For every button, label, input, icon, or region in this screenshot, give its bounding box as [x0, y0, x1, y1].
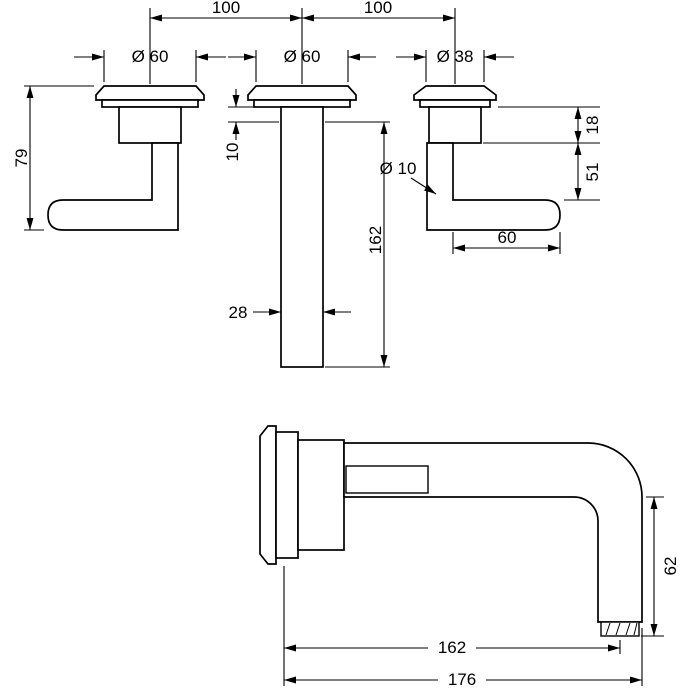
dim-left-escutcheon-diameter: Ø 60 [74, 47, 226, 82]
dim-label-spacing-left: 100 [212, 0, 240, 17]
dim-label-escutcheon-offset: 10 [223, 143, 242, 162]
dim-label-right-escutcheon-height: 18 [583, 116, 602, 135]
dim-escutcheon-offset: 10 [223, 89, 279, 161]
left-handle-body [118, 106, 182, 144]
dim-right-escutcheon-height: 18 [483, 106, 602, 144]
right-handle-body [428, 106, 482, 144]
left-handle-front-view [47, 85, 205, 231]
knurl-line [615, 622, 621, 636]
left-handle-lever [47, 142, 179, 231]
knurl-line [633, 622, 638, 636]
dim-riser-length: 162 [325, 121, 390, 368]
left-escutcheon-step [101, 99, 199, 108]
dim-spout-escutcheon-diameter: Ø 60 [228, 47, 376, 82]
dim-label-spout-diameter: Ø 60 [284, 47, 321, 66]
dim-spacing-left: 100 [149, 0, 303, 84]
spout-riser-tube [280, 106, 324, 368]
dim-spout-drop: 62 [641, 496, 680, 637]
dim-label-right-lever-drop: 51 [583, 163, 602, 182]
knurl-line [605, 622, 611, 636]
dim-label-spacing-right: 100 [364, 0, 392, 17]
dim-label-riser-width: 28 [229, 303, 248, 322]
left-escutcheon-flange [95, 85, 205, 101]
dim-label-spout-reach: 162 [438, 638, 466, 657]
right-escutcheon-step [419, 99, 491, 108]
dim-lever-diameter: Ø 10 [380, 159, 437, 195]
spout-front-view [247, 85, 357, 368]
spout-inner-connector [345, 465, 429, 494]
dim-right-lever-drop: 51 [564, 143, 602, 201]
right-escutcheon-flange [413, 85, 497, 101]
dim-left-handle-height: 79 [12, 85, 94, 231]
leader-arrow [410, 177, 437, 195]
dim-right-lever-reach: 60 [452, 228, 561, 254]
spout-escutcheon-side-ring [259, 425, 277, 565]
aerator-knurling [605, 622, 638, 636]
spout-base-sleeve [297, 439, 345, 551]
dim-label-left-handle-height: 79 [12, 149, 31, 168]
spout-escutcheon-step [253, 99, 351, 108]
dim-label-riser-length: 162 [366, 226, 385, 254]
dim-right-escutcheon-diameter: Ø 38 [396, 47, 514, 82]
knurl-line [625, 622, 631, 636]
dim-label-left-diameter: Ø 60 [132, 47, 169, 66]
dim-label-spout-drop: 62 [661, 557, 680, 576]
spout-escutcheon-side-face [275, 431, 299, 559]
dim-label-right-diameter: Ø 38 [437, 47, 474, 66]
dim-spout-reach: 162 [283, 566, 621, 686]
dim-label-lever-diameter: Ø 10 [380, 159, 417, 178]
dim-riser-width: 28 [229, 303, 351, 322]
spout-side-view [259, 425, 643, 637]
right-handle-lever [426, 142, 561, 231]
dim-total-reach: 176 [284, 628, 643, 689]
spout-escutcheon-flange [247, 85, 357, 101]
right-handle-front-view [413, 85, 561, 231]
dim-label-right-lever-reach: 60 [498, 228, 517, 247]
dim-spacing-right: 100 [302, 0, 456, 84]
dim-label-total-reach: 176 [448, 670, 476, 689]
